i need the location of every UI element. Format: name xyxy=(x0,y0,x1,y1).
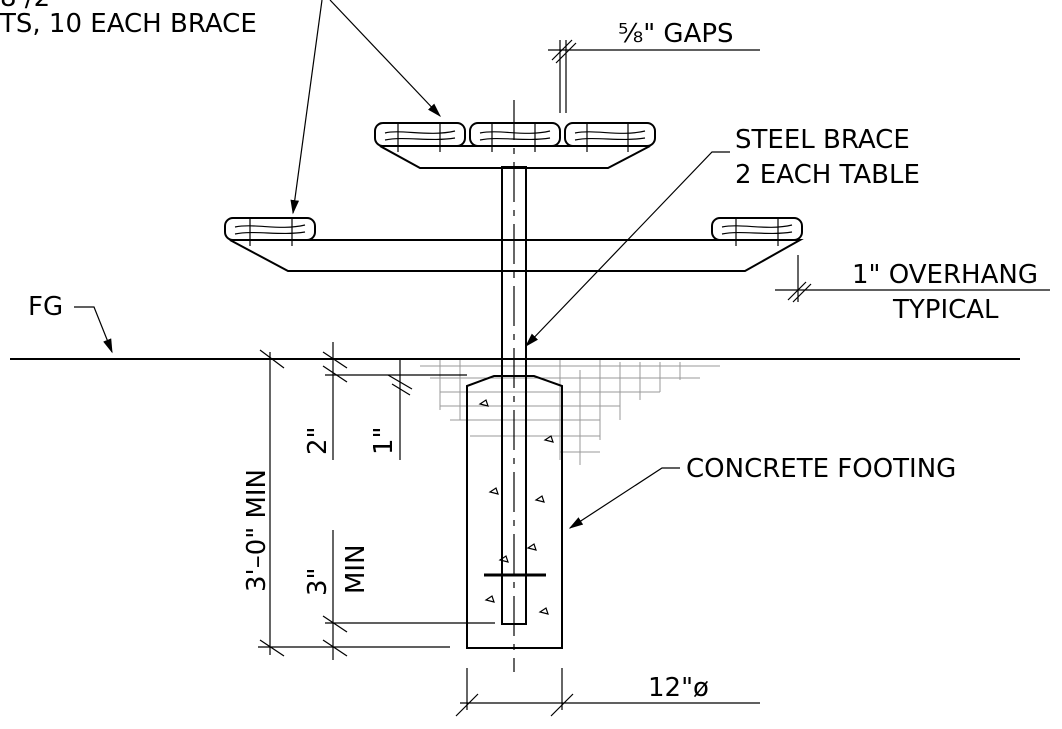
dim-1in-label: 1" xyxy=(369,426,399,455)
brace-label-line2: 2 EACH TABLE xyxy=(735,160,920,190)
depth-label: 3'–0" MIN xyxy=(242,469,272,592)
gap-dimension xyxy=(548,39,760,113)
fg-label: FG xyxy=(28,292,63,322)
concrete-aggregate xyxy=(478,399,554,615)
diameter-dimension xyxy=(455,668,760,717)
slat-leader-1 xyxy=(329,0,441,118)
lower-brace xyxy=(229,239,804,272)
wood-slats xyxy=(224,122,803,246)
brace-label-line1: STEEL BRACE xyxy=(735,125,910,155)
slats-note-line2: TS, 10 EACH BRACE xyxy=(0,9,257,39)
upper-brace xyxy=(379,145,651,169)
dim-3in-min-label: MIN xyxy=(341,544,371,594)
slats-note-line1: 8 /2 xyxy=(0,0,50,13)
dim-2in-label: 2" xyxy=(303,426,333,455)
gaps-label: ⅝" GAPS xyxy=(618,19,734,49)
concrete-footing xyxy=(466,375,563,649)
brace-leader xyxy=(525,151,730,348)
overhang-dimension xyxy=(775,255,1050,303)
footing-label: CONCRETE FOOTING xyxy=(686,454,956,484)
diameter-label: 12"ø xyxy=(648,673,709,703)
dim-3in-label: 3" xyxy=(303,567,333,596)
fg-leader xyxy=(74,306,113,354)
soil-hatch xyxy=(420,360,720,465)
footing-leader xyxy=(568,467,680,529)
depth-dimensions xyxy=(258,342,495,660)
overhang-label: 1" OVERHANG xyxy=(852,260,1038,290)
overhang-typical-label: TYPICAL xyxy=(892,295,999,325)
slat-leader-2 xyxy=(290,0,323,215)
